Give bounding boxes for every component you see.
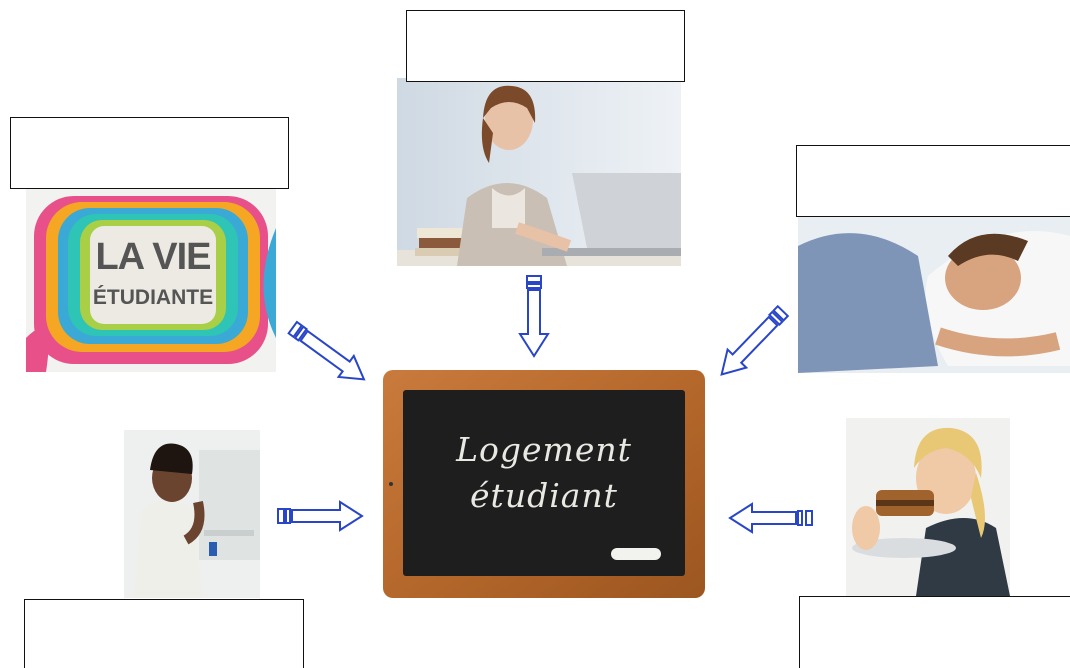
- label-box-top[interactable]: [406, 10, 685, 82]
- chalkboard: Logement étudiant: [383, 370, 705, 598]
- logo-text-line1: LA VIE: [95, 236, 211, 278]
- arrow-left-from-bottom-right: [728, 502, 813, 534]
- photo-la-vie-etudiante-logo: LA VIE ÉTUDIANTE: [26, 188, 276, 372]
- arrow-down-from-top: [518, 275, 550, 358]
- arrow-diagonal-from-right-top: [720, 304, 790, 376]
- label-box-top-left[interactable]: [10, 117, 289, 189]
- photo-woman-brushing-teeth: [124, 430, 260, 598]
- photo-student-laptop: [397, 78, 681, 266]
- label-box-bottom-left[interactable]: [24, 599, 304, 668]
- photo-man-sleeping: [798, 216, 1070, 373]
- label-box-right-top[interactable]: [796, 145, 1070, 217]
- arrow-right-from-bottom-left: [277, 500, 364, 532]
- logo-text-line2: ÉTUDIANTE: [92, 286, 214, 309]
- chalkboard-text-line1: Logement: [456, 430, 632, 469]
- arrow-diagonal-from-top-left: [287, 320, 366, 381]
- photo-woman-eating: [846, 418, 1010, 596]
- chalkboard-text-line2: étudiant: [470, 476, 618, 515]
- label-box-bottom-right[interactable]: [799, 596, 1070, 668]
